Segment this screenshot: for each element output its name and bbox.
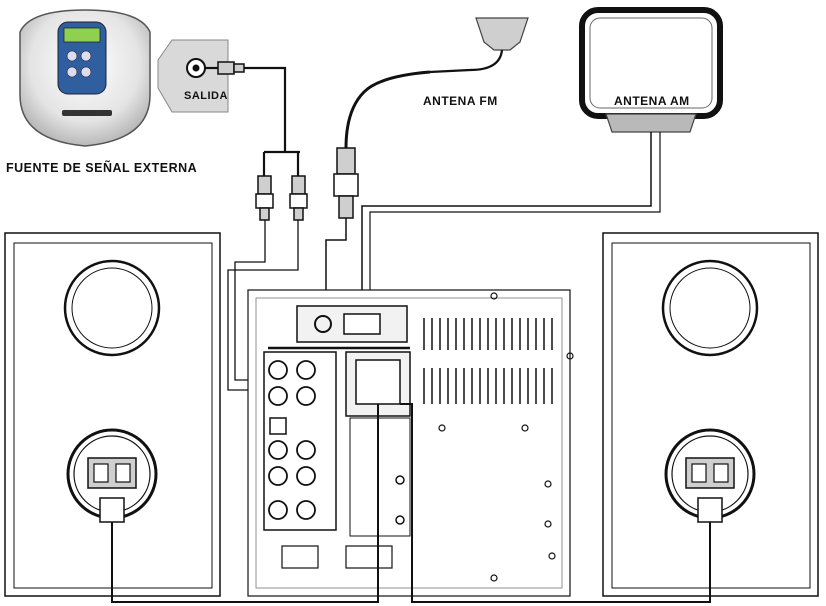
am-antenna — [361, 7, 723, 318]
output-label: SALIDA — [184, 90, 228, 102]
speaker-cable-left — [111, 404, 379, 603]
external-cd-player — [19, 9, 151, 147]
rca-plug-left — [255, 175, 274, 221]
external-source-label: FUENTE DE SEÑAL EXTERNA — [6, 161, 198, 175]
output-cable — [205, 61, 300, 176]
output-jack-plate — [157, 39, 229, 113]
fm-antenna — [325, 17, 529, 318]
rca-plug-right — [289, 175, 308, 221]
main-unit-rear-panel — [247, 289, 574, 597]
am-antenna-label: ANTENA AM — [614, 94, 690, 108]
speaker-cable-right — [400, 403, 711, 603]
fm-antenna-label: ANTENA FM — [423, 94, 498, 108]
